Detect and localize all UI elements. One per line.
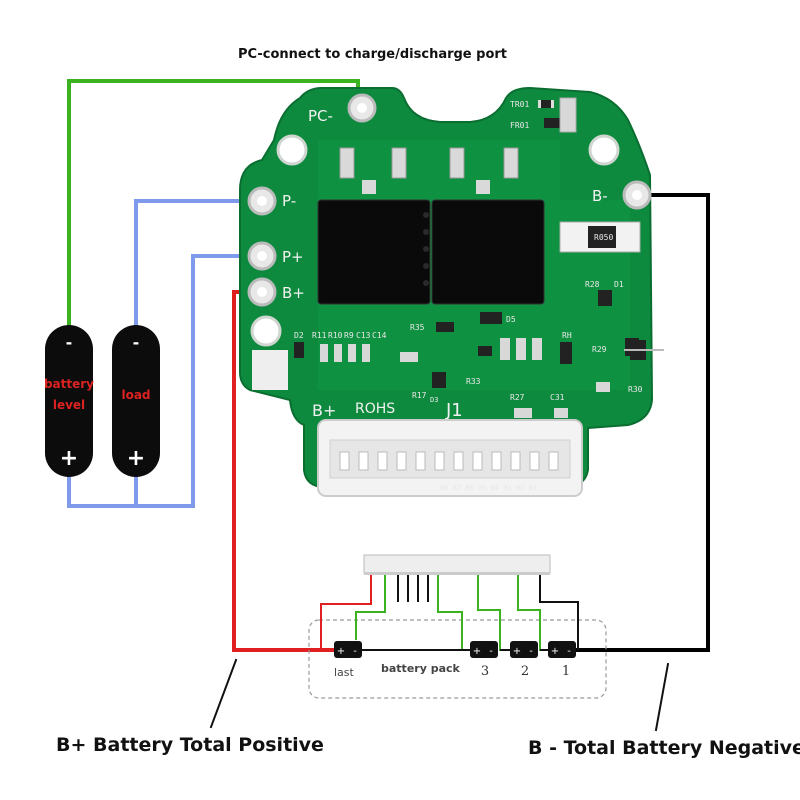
ref-r33: R33 bbox=[466, 377, 481, 386]
pad-p-minus-label: P- bbox=[282, 192, 296, 210]
balance-connector: B8 B7 B6 B5 B4 B3 B2 B1 bbox=[317, 419, 583, 497]
mount-hole-top-left bbox=[276, 134, 308, 166]
ref-tr01: TR01 bbox=[510, 100, 529, 109]
pcb-board: PC- P- P+ B+ B- B+ ROHS J1 TR01 FR01 R28… bbox=[239, 86, 664, 497]
connector-pin bbox=[415, 451, 426, 471]
ref-r11: R11 bbox=[312, 331, 327, 340]
connector-pin bbox=[453, 451, 464, 471]
ref-d5: D5 bbox=[506, 315, 516, 324]
pack-outline bbox=[308, 619, 607, 699]
ref-r17: R17 bbox=[412, 391, 427, 400]
pack-cell: +- bbox=[470, 641, 498, 658]
ref-r27: R27 bbox=[510, 393, 525, 402]
connector-pin bbox=[510, 451, 521, 471]
connector-pin bbox=[339, 451, 350, 471]
pack-label-last: last bbox=[334, 666, 355, 679]
mosfet-left bbox=[317, 147, 431, 305]
ref-fr01: FR01 bbox=[510, 121, 529, 130]
battery-load: - load + bbox=[112, 325, 160, 477]
connector-j1-label: J1 bbox=[445, 400, 463, 421]
connector-pin bbox=[472, 451, 483, 471]
pack-cell-plus: + bbox=[513, 646, 521, 657]
svg-text:B8 B7 B6 B5 B4 B3 B2 B1: B8 B7 B6 B5 B4 B3 B2 B1 bbox=[440, 484, 537, 492]
ref-r050: R050 bbox=[594, 233, 613, 242]
pack-cell-plus: + bbox=[551, 646, 559, 657]
pad-b-minus-hole bbox=[632, 190, 642, 200]
pack-cell: +- bbox=[510, 641, 538, 658]
battery-load-label: load bbox=[121, 388, 150, 402]
ref-c14: C14 bbox=[372, 331, 387, 340]
mount-hole-top-right bbox=[588, 134, 620, 166]
ref-r30: R30 bbox=[628, 385, 643, 394]
battery-load-plus: + bbox=[127, 446, 145, 471]
pack-cell: +- bbox=[548, 641, 576, 658]
connector-pin bbox=[396, 451, 407, 471]
pad-b-plus-label: B+ bbox=[282, 284, 305, 302]
pad-b-minus-label: B- bbox=[592, 187, 608, 205]
pad-p-plus-hole bbox=[257, 251, 267, 261]
rohs-label: ROHS bbox=[355, 401, 395, 417]
battery-load-minus: - bbox=[133, 333, 140, 352]
pack-cell-plus: + bbox=[337, 646, 345, 657]
pack-cell-plus: + bbox=[473, 646, 481, 657]
ref-c13: C13 bbox=[356, 331, 371, 340]
connector-pin bbox=[358, 451, 369, 471]
pack-cell: +- bbox=[334, 641, 362, 658]
pack-number-1: 1 bbox=[562, 664, 570, 679]
via-column bbox=[423, 212, 429, 286]
battery-level-label-2: level bbox=[53, 398, 85, 412]
pad-pc-label: PC- bbox=[308, 107, 333, 125]
silk-block bbox=[252, 350, 288, 390]
b-plus-bottom-label: B+ bbox=[312, 401, 336, 420]
mosfet-right bbox=[431, 147, 545, 305]
connector-pin bbox=[491, 451, 502, 471]
wire-p-plus-blue-vertical bbox=[67, 254, 195, 508]
battery-pack: +-+-+-+- last battery pack 3 2 1 bbox=[308, 554, 607, 699]
pack-cell-minus: - bbox=[529, 646, 533, 657]
pack-label-battery-pack: battery pack bbox=[381, 662, 461, 675]
pad-p-plus-label: P+ bbox=[282, 248, 304, 266]
b-minus-caption: B - Total Battery Negative bbox=[528, 737, 800, 759]
smd-parts bbox=[294, 97, 639, 418]
battery-level-label-1: battery bbox=[44, 377, 94, 391]
ref-r10: R10 bbox=[328, 331, 343, 340]
pack-connector bbox=[363, 554, 551, 574]
ref-d1: D1 bbox=[614, 280, 624, 289]
pack-cell-minus: - bbox=[567, 646, 571, 657]
balance-wires bbox=[320, 575, 579, 651]
pad-pc-minus-hole bbox=[357, 103, 367, 113]
ref-rh: RH bbox=[562, 331, 572, 340]
transistor-right bbox=[624, 340, 664, 360]
mount-hole-left bbox=[250, 315, 282, 347]
wire-b-minus-black bbox=[573, 193, 710, 652]
connector-pin bbox=[529, 451, 540, 471]
pack-number-2: 2 bbox=[521, 664, 529, 679]
pad-p-minus-hole bbox=[257, 196, 267, 206]
ref-c31: C31 bbox=[550, 393, 565, 402]
ref-r35: R35 bbox=[410, 323, 425, 332]
battery-level-minus: - bbox=[66, 333, 73, 352]
top-caption: PC-connect to charge/discharge port bbox=[238, 47, 507, 62]
battery-level: - battery level + bbox=[44, 325, 94, 477]
ref-r9: R9 bbox=[344, 331, 354, 340]
ref-d3: D3 bbox=[430, 396, 438, 404]
connector-pin bbox=[434, 451, 445, 471]
pad-b-plus-hole bbox=[257, 287, 267, 297]
connector-pin bbox=[377, 451, 388, 471]
pointer-b-plus bbox=[209, 658, 238, 729]
pointer-b-minus bbox=[654, 662, 670, 732]
pack-cell-minus: - bbox=[489, 646, 493, 657]
ref-r28: R28 bbox=[585, 280, 600, 289]
pack-number-3: 3 bbox=[481, 664, 489, 679]
connector-pin bbox=[548, 451, 559, 471]
battery-level-plus: + bbox=[60, 446, 78, 471]
ref-d2: D2 bbox=[294, 331, 304, 340]
ref-r29: R29 bbox=[592, 345, 607, 354]
pack-cell-minus: - bbox=[353, 646, 357, 657]
b-plus-caption: B+ Battery Total Positive bbox=[56, 734, 324, 756]
wire-p-minus-blue bbox=[134, 199, 264, 328]
